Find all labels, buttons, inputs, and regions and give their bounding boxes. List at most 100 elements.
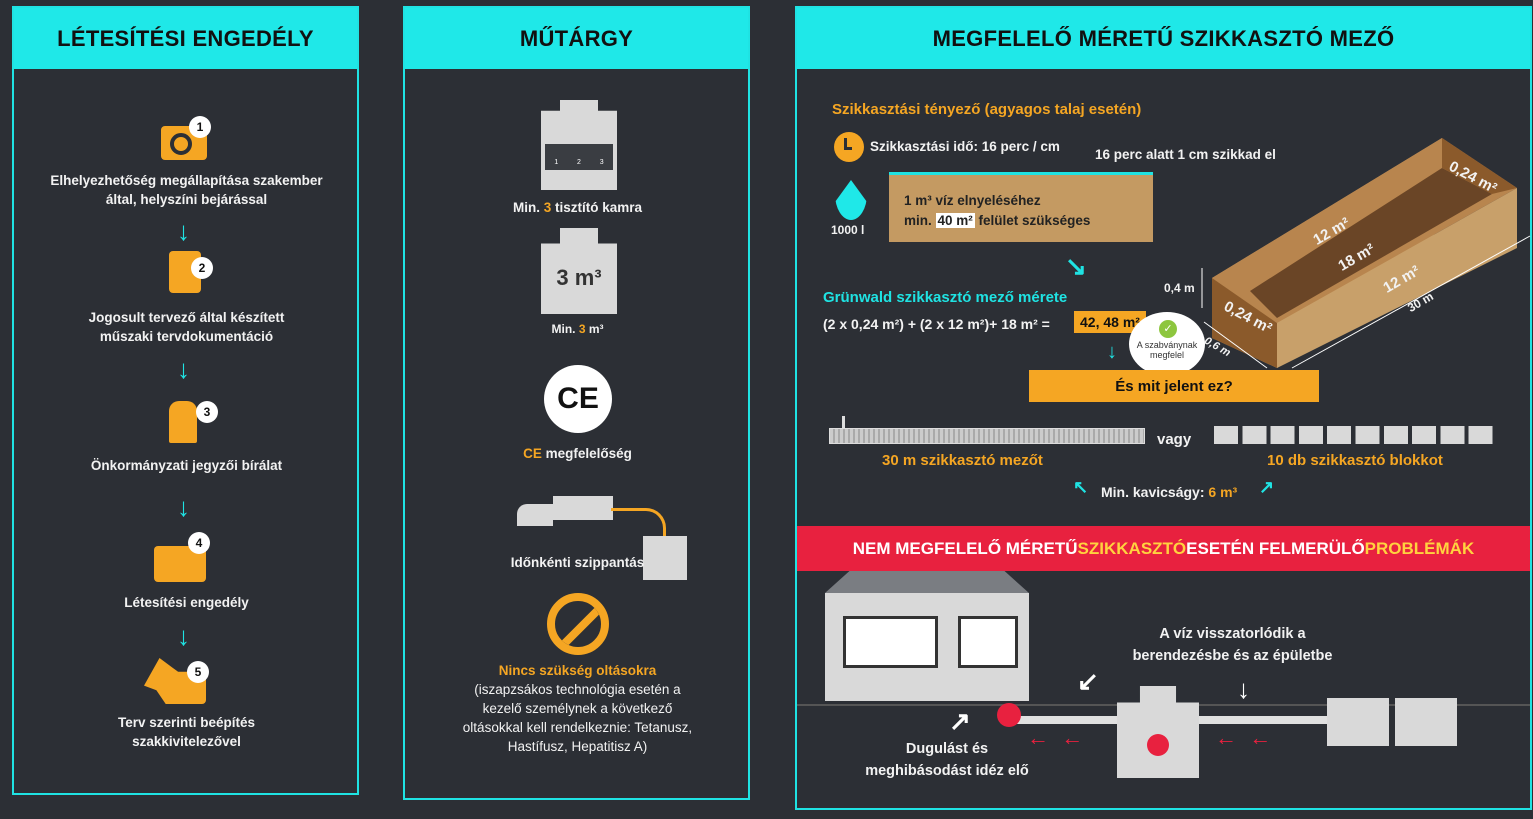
red-arrows-icon: ← ← <box>1215 725 1272 750</box>
ce-caption: CE megfelelőség <box>445 444 710 463</box>
step-number-badge: 5 <box>187 661 209 683</box>
curved-arrow-icon: ↓ <box>1107 341 1117 363</box>
step-text: Önkormányzati jegyzői bírálat <box>90 458 283 473</box>
step-number-badge: 2 <box>191 257 213 279</box>
compliance-text: A szabványnak megfelel <box>1136 340 1198 360</box>
water-drop-icon <box>835 180 867 220</box>
factor-title: Szikkasztási tényező (agyagos talaj eset… <box>832 101 1142 118</box>
question-button[interactable]: És mit jelent ez? <box>1029 370 1319 402</box>
house-icon <box>825 571 1029 701</box>
option-blocks: 10 db szikkasztó blokkot <box>1267 452 1443 469</box>
pump-caption: Időnkénti szippantás <box>510 555 645 570</box>
time-text: Szikkasztási idő: 16 perc / cm <box>870 139 1060 154</box>
arrow-down-icon: ↓ <box>177 354 190 384</box>
problems-highlight: SZIKKASZTÓ <box>1077 538 1187 558</box>
permit-title: LÉTESÍTÉSI ENGEDÉLY <box>14 8 357 69</box>
infiltration-field-diagram <box>1201 138 1531 369</box>
arrow-down-icon: ↓ <box>177 621 190 651</box>
chamber-count: 3 <box>543 200 552 215</box>
clock-icon <box>834 132 864 162</box>
chamber-pre: Min. <box>512 200 544 215</box>
block-icon <box>1327 698 1389 746</box>
clog-text: Dugulást és meghibásodást idéz elő <box>865 741 1029 779</box>
septic-tank-icon <box>643 536 687 580</box>
chamber-label: 1 <box>554 159 559 166</box>
ce-pre: CE <box>523 446 542 461</box>
soil-pre: min. <box>904 213 936 228</box>
arrow-icon: ↖ <box>1073 477 1089 497</box>
volume-num: 3 <box>578 322 586 336</box>
water-label: 1000 l <box>831 223 865 237</box>
block-icon <box>1395 698 1457 746</box>
soil-box-line2: min. 40 m² felület szükséges <box>904 211 1153 231</box>
formula: (2 x 0,24 m²) + (2 x 12 m²)+ 18 m² = <box>823 316 1050 332</box>
field-panel: MEGFELELŐ MÉRETŰ SZIKKASZTÓ MEZŐ Szikkas… <box>795 6 1532 810</box>
time-note: 16 perc alatt 1 cm szikkad el <box>1095 147 1276 162</box>
infiltration-blocks-icon <box>1214 426 1497 444</box>
ce-post: megfelelőség <box>541 446 632 461</box>
pipe-vent <box>842 416 845 428</box>
curved-arrow-icon: ↙ <box>1077 666 1099 696</box>
box-back-end <box>1442 138 1517 194</box>
box-front-end <box>1212 278 1277 368</box>
stamp-icon <box>169 401 197 443</box>
curved-arrow-icon: ↘ <box>1065 251 1087 281</box>
structure-title: MŰTÁRGY <box>405 8 748 69</box>
or-text: vagy <box>1157 431 1192 448</box>
step-text: Elhelyezhetőség megállapítása szakember … <box>50 173 323 207</box>
ce-mark-icon: CE <box>544 365 612 433</box>
soil-box: 1 m³ víz elnyeléséhez min. 40 m² felület… <box>889 172 1153 242</box>
gravel-value: 6 m³ <box>1208 484 1238 500</box>
problems-pre: NEM MEGFELELŐ MÉRETŰ <box>852 538 1078 558</box>
volume-caption: Min. 3 m³ <box>445 320 710 339</box>
soil-post: felület szükséges <box>974 213 1091 228</box>
red-arrows-icon: ← ← <box>1027 725 1084 750</box>
step-text: Létesítési engedély <box>124 595 249 610</box>
dim-height: 0,4 m <box>1164 281 1195 295</box>
box-right-face <box>1277 188 1517 368</box>
vaccine-text: (iszapzsákos technológia esetén a kezelő… <box>462 682 693 754</box>
gravel-text: Min. kavicságy: 6 m³ <box>1101 483 1237 502</box>
curved-arrow-icon: ↗ <box>949 706 971 736</box>
chamber-post: tisztító kamra <box>551 200 643 215</box>
backflow-text: A víz visszatorlódik a berendezésbe és a… <box>1132 626 1333 664</box>
size-title: Grünwald szikkasztó mező mérete <box>823 289 1068 306</box>
step-number-badge: 4 <box>188 532 210 554</box>
vaccine-title: Nincs szükség oltásokra <box>498 663 657 678</box>
step-text: Terv szerinti beépítés szakkivitelezővel <box>117 715 256 749</box>
step-text: Jogosult tervező által készített műszaki… <box>88 310 285 344</box>
arrow-icon: ↗ <box>1259 477 1275 497</box>
result-value: 42, 48 m² <box>1074 311 1146 333</box>
pump-truck-icon <box>517 496 613 530</box>
compliance-badge: ✓ A szabványnak megfelel <box>1129 312 1205 376</box>
chamber-label: 3 <box>599 159 604 166</box>
arrow-down-icon: ↓ <box>177 492 190 522</box>
volume-pre: Min. <box>551 322 579 336</box>
step-number-badge: 3 <box>196 401 218 423</box>
problems-end: PROBLÉMÁK <box>1364 538 1475 558</box>
box-inner-floor <box>1250 168 1492 318</box>
curved-arrow-icon: ↓ <box>1237 674 1250 704</box>
treatment-tank-icon <box>1117 686 1199 778</box>
permit-panel: LÉTESÍTÉSI ENGEDÉLY 1 Elhelyezhetőség me… <box>12 6 359 795</box>
structure-panel: MŰTÁRGY 1 2 3 Min. 3 tisztító kamra 3 m³ M… <box>403 6 750 800</box>
problems-post: ESETÉN FELMERÜLŐ <box>1186 538 1365 558</box>
problems-banner: NEM MEGFELELŐ MÉRETŰ SZIKKASZTÓ ESETÉN F… <box>797 526 1530 571</box>
step-number-badge: 1 <box>189 116 211 138</box>
infiltration-pipe-icon <box>829 428 1145 444</box>
volume-tank-icon: 3 m³ <box>541 228 617 314</box>
chamber-caption: Min. 3 tisztító kamra <box>445 198 710 217</box>
chamber-label: 2 <box>577 159 581 166</box>
check-icon: ✓ <box>1159 320 1177 338</box>
soil-highlight: 40 m² <box>935 213 975 228</box>
option-field: 30 m szikkasztó mezőt <box>882 452 1043 469</box>
gravel-pre: Min. kavicságy: <box>1101 484 1209 500</box>
arrow-down-icon: ↓ <box>177 216 190 246</box>
blockage-dot-icon <box>997 703 1021 727</box>
soil-box-line1: 1 m³ víz elnyeléséhez <box>904 193 1041 208</box>
volume-post: m³ <box>585 322 604 336</box>
chamber-tank-icon: 1 2 3 <box>541 100 617 190</box>
hose-icon <box>611 508 666 536</box>
field-title: MEGFELELŐ MÉRETŰ SZIKKASZTÓ MEZŐ <box>797 8 1530 69</box>
no-vaccine-icon <box>547 593 609 655</box>
